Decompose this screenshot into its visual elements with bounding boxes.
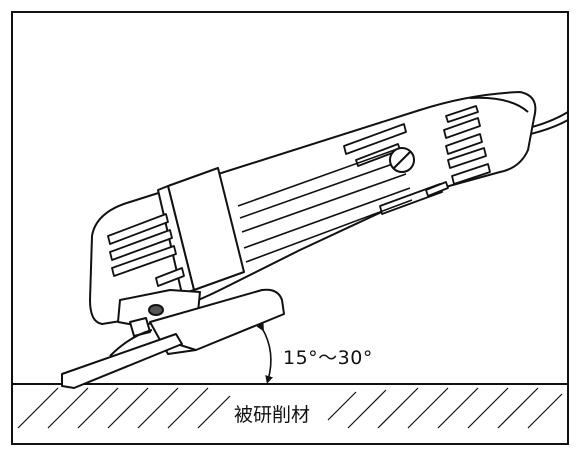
spindle-lock-icon <box>148 304 164 316</box>
front-vents <box>107 213 185 287</box>
angle-label: 15°～30° <box>283 347 373 369</box>
grinding-disc <box>61 333 183 389</box>
workpiece-label: 被研削材 <box>232 400 313 427</box>
angle-arc <box>256 322 273 384</box>
workpiece-hatching <box>17 387 563 429</box>
wheel-guard <box>149 288 285 355</box>
angle-grinder-icon <box>61 91 569 389</box>
frame-border <box>11 11 569 445</box>
switch-track <box>237 147 413 263</box>
